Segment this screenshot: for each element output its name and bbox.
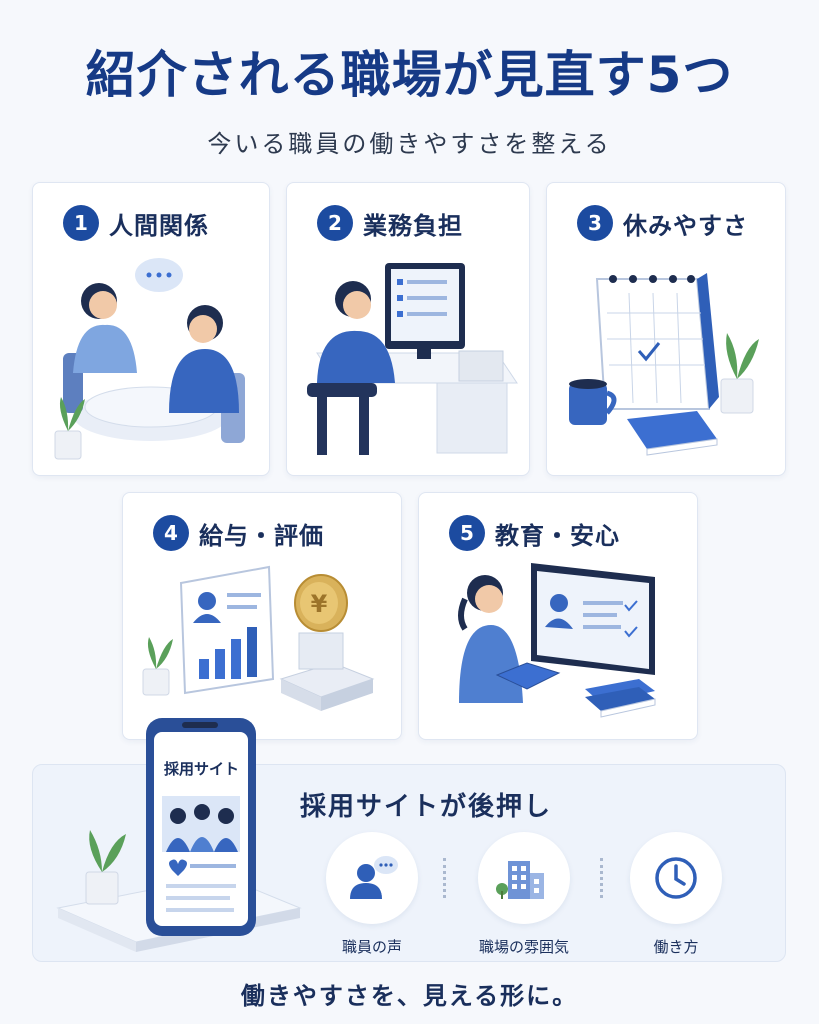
card-time-off: 3 休みやすさ: [546, 182, 786, 476]
phone-screen-title: 採用サイト: [164, 760, 240, 778]
card-title: 業務負担: [363, 211, 463, 240]
card-relationships: 1 人間関係: [32, 182, 270, 476]
person-speech-icon: [326, 832, 418, 924]
promo-title: 採用サイトが後押し: [300, 792, 553, 822]
card-number: 5: [449, 515, 485, 551]
feature-label: 職員の声: [341, 938, 402, 956]
feature-staff-voice: 職員の声: [302, 832, 442, 957]
page-subtitle: 今いる職員の働きやすさを整える: [207, 130, 612, 158]
desk-work-illustration: [307, 263, 518, 455]
pay-chart-illustration: ¥: [142, 565, 375, 711]
card-title: 給与・評価: [199, 521, 324, 550]
card-title: 教育・安心: [495, 521, 620, 550]
yen-symbol: ¥: [311, 590, 328, 618]
card-workload: 2 業務負担: [286, 182, 530, 476]
feature-label: 職場の雰囲気: [478, 938, 569, 956]
clock-icon: [630, 832, 722, 924]
card-pay-evaluation: 4 給与・評価 ¥: [122, 492, 402, 740]
learning-illustration: [458, 563, 656, 718]
calendar-illustration: [569, 273, 759, 456]
card-number: 4: [153, 515, 189, 551]
card-training-security: 5 教育・安心: [418, 492, 698, 740]
card-title: 人間関係: [109, 211, 209, 240]
feature-label: 働き方: [653, 938, 699, 956]
building-icon: [478, 832, 570, 924]
card-number: 1: [63, 205, 99, 241]
card-number: 2: [317, 205, 353, 241]
feature-work-style: 働き方: [606, 832, 746, 957]
footer-tagline: 働きやすさを、見える形に。: [240, 982, 579, 1010]
page-title: 紹介される職場が見直す5つ: [85, 46, 734, 104]
card-number: 3: [577, 205, 613, 241]
separator: [600, 858, 603, 898]
card-title: 休みやすさ: [623, 211, 748, 240]
feature-atmosphere: 職場の雰囲気: [454, 832, 594, 957]
phone-illustration: [56, 718, 302, 952]
separator: [443, 858, 446, 898]
conversation-illustration: [54, 258, 245, 460]
